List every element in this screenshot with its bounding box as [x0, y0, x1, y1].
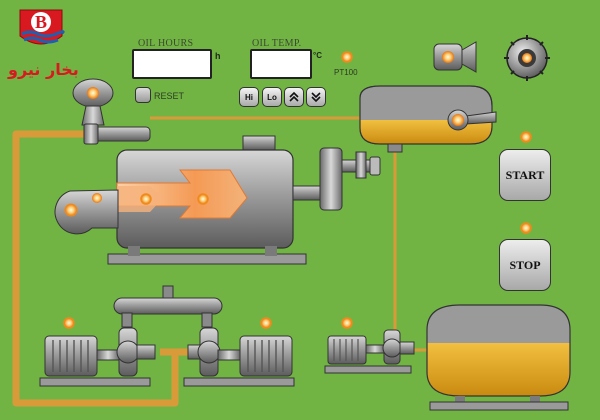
- burner-lamp-1-icon: [92, 193, 102, 203]
- dial-lamp-icon: [522, 53, 532, 63]
- transfer-pump: [324, 329, 415, 374]
- start-button[interactable]: START: [499, 149, 551, 201]
- exhaust-lamp-icon: [87, 87, 99, 99]
- decrease-button[interactable]: [306, 87, 326, 107]
- pump1-lamp-icon: [63, 317, 75, 329]
- reset-button[interactable]: [135, 87, 151, 103]
- double-chevron-up-icon: [289, 91, 299, 102]
- hi-button[interactable]: Hi: [239, 87, 259, 107]
- sensor-lamp-icon: [341, 51, 353, 63]
- brand-name: بخار نیرو: [8, 60, 79, 79]
- blower-fan: [54, 189, 119, 235]
- burner-lamp-3-icon: [197, 193, 209, 205]
- day-tank: [359, 85, 497, 153]
- storage-tank: [426, 304, 571, 411]
- pump-motor-2: [183, 327, 295, 387]
- burner-lamp-2-icon: [140, 193, 152, 205]
- stop-lamp-icon: [520, 222, 532, 234]
- start-lamp-icon: [520, 131, 532, 143]
- double-chevron-down-icon: [311, 92, 321, 103]
- stop-button[interactable]: STOP: [499, 239, 551, 291]
- reset-label: RESET: [154, 91, 185, 101]
- blower-lamp-icon: [64, 203, 78, 217]
- lo-button[interactable]: Lo: [262, 87, 282, 107]
- fuel-header-pipe: [83, 123, 151, 145]
- oil-temp-label: OIL TEMP.: [252, 38, 302, 49]
- increase-button[interactable]: [284, 87, 304, 107]
- sensor-type-label: PT100: [334, 68, 358, 77]
- brand-logo: [19, 9, 65, 45]
- pump2-lamp-icon: [260, 317, 272, 329]
- transfer-pump-lamp-icon: [341, 317, 353, 329]
- pump-motor-1: [39, 327, 156, 387]
- oil-temp-unit: °C: [313, 51, 322, 60]
- oil-hours-unit: h: [215, 51, 221, 61]
- oil-temp-display: [250, 49, 312, 79]
- logo-letter: B: [34, 12, 47, 32]
- oil-hours-label: OIL HOURS: [138, 38, 194, 49]
- day-tank-lamp-icon: [452, 114, 464, 126]
- camera-lamp-icon: [442, 51, 454, 63]
- suction-header: [113, 285, 223, 328]
- steam-outlet: [292, 147, 381, 211]
- oil-hours-display: [132, 49, 212, 79]
- burner-flame: [116, 169, 248, 219]
